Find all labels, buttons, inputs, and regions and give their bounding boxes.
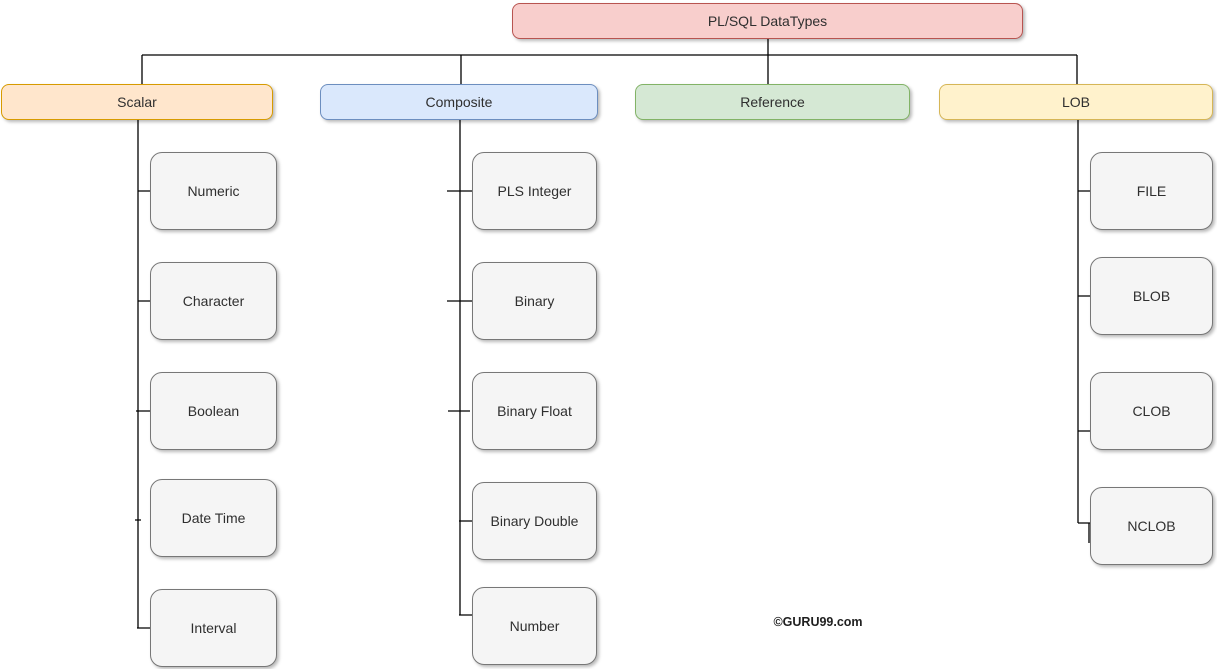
node-boolean-label: Boolean bbox=[187, 403, 240, 419]
node-date-time: Date Time bbox=[150, 479, 277, 557]
node-numeric: Numeric bbox=[150, 152, 277, 230]
node-root: PL/SQL DataTypes bbox=[512, 3, 1023, 39]
node-binary-float-label: Binary Float bbox=[497, 403, 572, 419]
node-binary-double: Binary Double bbox=[472, 482, 597, 560]
node-binary-float: Binary Float bbox=[472, 372, 597, 450]
node-interval: Interval bbox=[150, 589, 277, 667]
node-boolean: Boolean bbox=[150, 372, 277, 450]
node-root-label: PL/SQL DataTypes bbox=[707, 13, 828, 29]
node-pls-integer-label: PLS Integer bbox=[497, 183, 572, 199]
node-blob: BLOB bbox=[1090, 257, 1213, 335]
node-scalar: Scalar bbox=[1, 84, 273, 120]
node-interval-label: Interval bbox=[190, 620, 237, 636]
node-character-label: Character bbox=[182, 293, 245, 309]
connector-lob-branches bbox=[1077, 120, 1090, 543]
node-pls-integer: PLS Integer bbox=[472, 152, 597, 230]
node-binary-double-label: Binary Double bbox=[490, 513, 579, 529]
connector-composite-branches bbox=[447, 120, 472, 616]
node-binary: Binary bbox=[472, 262, 597, 340]
node-reference-label: Reference bbox=[740, 94, 805, 110]
node-binary-label: Binary bbox=[514, 293, 555, 309]
node-lob: LOB bbox=[939, 84, 1213, 120]
watermark: ©GURU99.com bbox=[773, 615, 863, 629]
node-file: FILE bbox=[1090, 152, 1213, 230]
node-clob: CLOB bbox=[1090, 372, 1213, 450]
node-nclob: NCLOB bbox=[1090, 487, 1213, 565]
node-number-label: Number bbox=[509, 618, 560, 634]
node-clob-label: CLOB bbox=[1132, 403, 1171, 419]
node-composite: Composite bbox=[320, 84, 598, 120]
node-reference: Reference bbox=[635, 84, 910, 120]
node-date-time-label: Date Time bbox=[181, 510, 246, 526]
node-blob-label: BLOB bbox=[1132, 288, 1171, 304]
node-lob-label: LOB bbox=[1061, 94, 1090, 110]
node-numeric-label: Numeric bbox=[187, 183, 240, 199]
node-composite-label: Composite bbox=[425, 94, 493, 110]
node-file-label: FILE bbox=[1136, 183, 1167, 199]
connector-scalar-branches bbox=[135, 120, 150, 629]
node-number: Number bbox=[472, 587, 597, 665]
node-character: Character bbox=[150, 262, 277, 340]
connector-root-to-categories bbox=[141, 38, 1078, 84]
node-nclob-label: NCLOB bbox=[1127, 518, 1176, 534]
node-scalar-label: Scalar bbox=[117, 94, 157, 110]
